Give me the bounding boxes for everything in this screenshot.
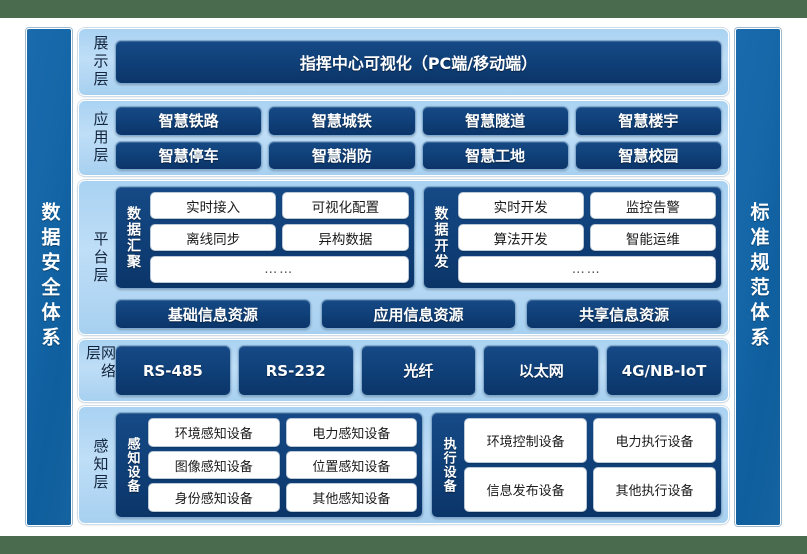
platform-group-cells: 实时开发 监控告警 算法开发 智能运维 …… [457, 192, 716, 283]
actuator-cell[interactable]: 环境控制设备 [464, 418, 588, 463]
layer-application-title: 应用层 [85, 106, 115, 170]
platform-cell[interactable]: 异构数据 [282, 224, 409, 251]
platform-group-title-text: 数据开发 [432, 205, 449, 270]
sensing-cell[interactable]: 图像感知设备 [148, 450, 280, 480]
platform-cell[interactable]: 智能运维 [589, 224, 716, 251]
app-chip[interactable]: 智慧消防 [268, 140, 416, 170]
network-chip[interactable]: 4G/NB-IoT [606, 345, 722, 396]
sensing-group-title-text: 感知设备 [124, 437, 140, 493]
layer-display-title: 展示层 [85, 34, 115, 90]
layer-sensing: 感知层 感知设备 环境感知设备 电力感知设备 [78, 406, 729, 524]
sensing-cell-row: 环境控制设备 电力执行设备 [464, 418, 716, 463]
platform-cell-row: 实时开发 监控告警 [457, 192, 716, 219]
layer-sensing-body: 感知设备 环境感知设备 电力感知设备 图像感知设备 位置感知设备 [115, 412, 722, 518]
layer-platform-title: 平台层 [85, 186, 115, 329]
resource-chip[interactable]: 共享信息资源 [526, 299, 723, 329]
network-items-row: RS-485 RS-232 光纤 以太网 4G/NB-IoT [115, 345, 722, 396]
platform-group-title-text: 数据汇聚 [125, 205, 141, 270]
actuator-cell[interactable]: 信息发布设备 [464, 467, 588, 512]
sensing-group-title-text: 执行设备 [440, 437, 456, 493]
platform-resources-row: 基础信息资源 应用信息资源 共享信息资源 [115, 299, 723, 329]
sensing-cell-row: 信息发布设备 其他执行设备 [464, 467, 716, 512]
app-chip[interactable]: 智慧停车 [115, 140, 263, 170]
sensing-cell-row: 图像感知设备 位置感知设备 [148, 450, 418, 480]
platform-cell[interactable]: 实时接入 [150, 192, 277, 219]
platform-group-title: 数据汇聚 [121, 192, 145, 283]
platform-cell-row: 实时接入 可视化配置 [150, 192, 409, 219]
actuator-cell[interactable]: 电力执行设备 [593, 418, 716, 463]
layer-application-body: 智慧铁路 智慧城铁 智慧隧道 智慧楼宇 智慧停车 智慧消防 智慧工地 智慧校园 [115, 106, 722, 170]
platform-cell-row: 离线同步 异构数据 [150, 224, 409, 251]
sensing-group-actuator-devices: 执行设备 环境控制设备 电力执行设备 信息发布设备 其他执行设备 [431, 412, 722, 518]
app-chip[interactable]: 智慧铁路 [115, 106, 263, 136]
platform-cell[interactable]: 实时开发 [457, 192, 584, 219]
app-chip[interactable]: 智慧工地 [421, 140, 569, 170]
app-chip[interactable]: 智慧隧道 [421, 106, 569, 136]
layer-display-title-text: 展示层 [91, 35, 110, 89]
platform-cell[interactable]: 监控告警 [589, 192, 716, 219]
layer-sensing-title-text: 感知层 [91, 438, 110, 492]
platform-cell-ellipsis[interactable]: …… [457, 256, 716, 283]
layer-display: 展示层 指挥中心可视化（PC端/移动端） [78, 28, 729, 96]
network-chip[interactable]: 以太网 [483, 345, 600, 396]
platform-cell-row-more: …… [457, 256, 716, 283]
layer-stack: 展示层 指挥中心可视化（PC端/移动端） 应用层 智慧铁路 智慧城铁 智慧隧道 … [78, 28, 729, 526]
layer-display-body: 指挥中心可视化（PC端/移动端） [115, 34, 722, 90]
sensing-group-cells: 环境控制设备 电力执行设备 信息发布设备 其他执行设备 [464, 418, 716, 512]
network-chip[interactable]: RS-485 [115, 345, 231, 396]
layer-application: 应用层 智慧铁路 智慧城铁 智慧隧道 智慧楼宇 智慧停车 智慧消防 智慧工地 智… [78, 100, 729, 176]
sensing-group-title: 感知设备 [121, 418, 143, 512]
platform-cell-ellipsis[interactable]: …… [150, 256, 409, 283]
sensing-cell[interactable]: 位置感知设备 [285, 450, 418, 480]
pillar-left-label: 数据安全体系 [38, 202, 61, 352]
layer-platform-title-text: 平台层 [91, 230, 110, 285]
layer-platform: 平台层 数据汇聚 实时接入 可视化配置 [78, 180, 729, 335]
app-chip[interactable]: 智慧楼宇 [574, 106, 722, 136]
sensing-cell[interactable]: 环境感知设备 [148, 418, 280, 447]
sensing-cell[interactable]: 身份感知设备 [148, 483, 280, 513]
layer-network-title-text: 网络层 [84, 345, 117, 381]
sensing-group-sensor-devices: 感知设备 环境感知设备 电力感知设备 图像感知设备 位置感知设备 [115, 412, 424, 518]
platform-cell[interactable]: 离线同步 [150, 224, 277, 251]
layer-network-title: 网络层 [84, 345, 117, 396]
pillar-data-security: 数据安全体系 [26, 28, 72, 526]
pillar-right-label: 标准规范体系 [747, 202, 770, 352]
actuator-cell[interactable]: 其他执行设备 [593, 467, 716, 512]
platform-cell[interactable]: 算法开发 [457, 224, 584, 251]
sensing-group-title: 执行设备 [437, 418, 459, 512]
resource-chip[interactable]: 基础信息资源 [115, 299, 311, 329]
sensing-groups: 感知设备 环境感知设备 电力感知设备 图像感知设备 位置感知设备 [115, 412, 722, 518]
platform-group-data-development: 数据开发 实时开发 监控告警 算法开发 智能运维 [422, 186, 722, 289]
platform-cell-row: 算法开发 智能运维 [457, 224, 716, 251]
platform-group-cells: 实时接入 可视化配置 离线同步 异构数据 …… [150, 192, 409, 283]
layer-network-body: RS-485 RS-232 光纤 以太网 4G/NB-IoT [115, 345, 722, 396]
application-row: 智慧铁路 智慧城铁 智慧隧道 智慧楼宇 [115, 106, 722, 136]
network-chip[interactable]: 光纤 [360, 345, 477, 396]
platform-group-title: 数据开发 [429, 192, 453, 283]
platform-groups: 数据汇聚 实时接入 可视化配置 离线同步 异构数据 [115, 186, 722, 289]
app-chip[interactable]: 智慧城铁 [268, 106, 416, 136]
sensing-cell[interactable]: 电力感知设备 [285, 418, 418, 447]
diagram-canvas: 数据安全体系 标准规范体系 展示层 指挥中心可视化（PC端/移动端） 应用层 智… [0, 18, 807, 536]
sensing-cell-row: 环境感知设备 电力感知设备 [148, 418, 418, 447]
pillar-standard-specification: 标准规范体系 [735, 28, 781, 526]
platform-cell[interactable]: 可视化配置 [282, 192, 409, 219]
layer-network: 网络层 RS-485 RS-232 光纤 以太网 4G/NB-IoT [78, 339, 729, 402]
layer-sensing-title: 感知层 [85, 412, 115, 518]
platform-group-data-aggregation: 数据汇聚 实时接入 可视化配置 离线同步 异构数据 [115, 186, 415, 289]
application-row: 智慧停车 智慧消防 智慧工地 智慧校园 [115, 140, 722, 170]
layer-platform-body: 数据汇聚 实时接入 可视化配置 离线同步 异构数据 [115, 186, 723, 329]
sensing-cell-row: 身份感知设备 其他感知设备 [148, 483, 418, 513]
sensing-group-cells: 环境感知设备 电力感知设备 图像感知设备 位置感知设备 身份感知设备 其他感知设… [148, 418, 418, 513]
layer-application-title-text: 应用层 [91, 111, 110, 165]
display-banner-chip[interactable]: 指挥中心可视化（PC端/移动端） [115, 40, 722, 84]
resource-chip[interactable]: 应用信息资源 [320, 299, 517, 329]
platform-cell-row-more: …… [150, 256, 409, 283]
app-chip[interactable]: 智慧校园 [574, 140, 722, 170]
network-chip[interactable]: RS-232 [237, 345, 354, 396]
sensing-cell[interactable]: 其他感知设备 [285, 483, 418, 513]
